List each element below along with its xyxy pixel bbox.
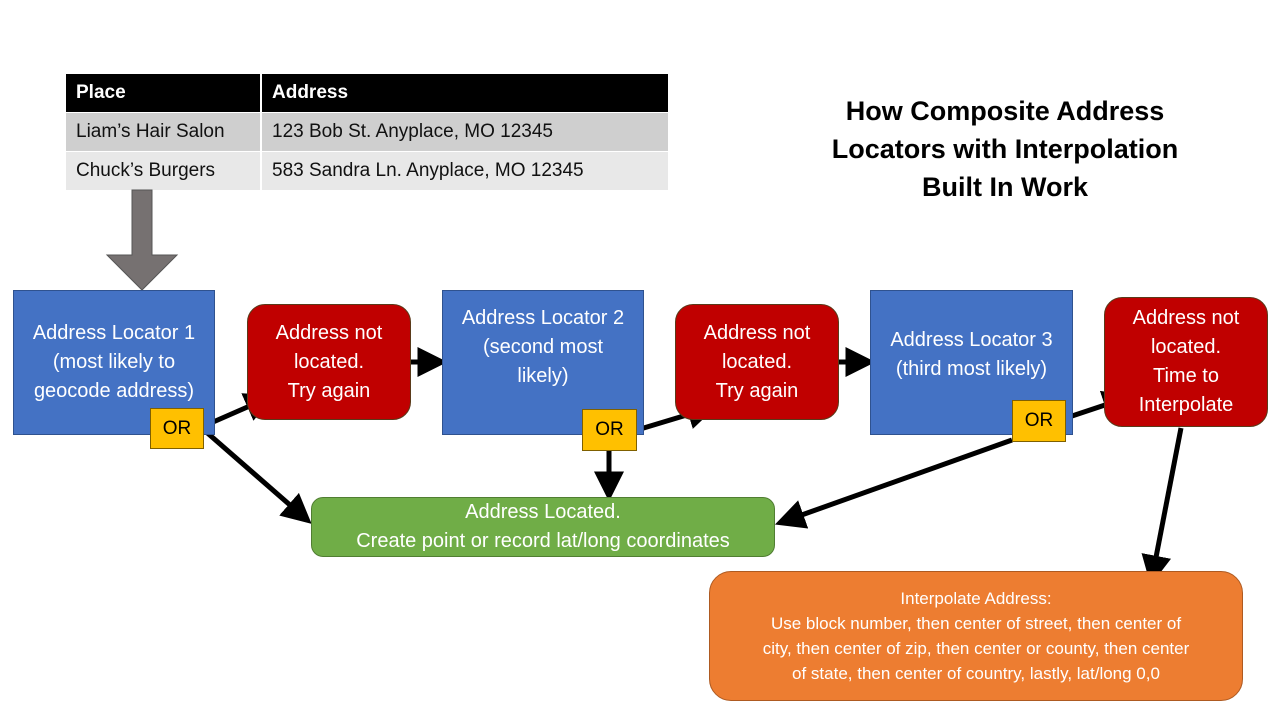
located-label: Create point or record lat/long coordina… [356,530,730,552]
located-label: Address Located. [465,501,621,523]
not-located-1: Address not located. Try again [247,304,411,420]
or-badge-1: OR [150,408,204,449]
interpolate-label: of state, then center of country, lastly… [792,664,1160,683]
header-place: Place [66,74,262,113]
table-header-row: Place Address [66,74,670,113]
interpolate-label: Use block number, then center of street,… [770,614,1182,633]
status-label: located. [721,350,793,373]
table-row: Chuck’s Burgers 583 Sandra Ln. Anyplace,… [66,151,670,191]
locator-label: (second most [482,336,604,358]
or-badge-3: OR [1012,400,1066,442]
input-down-arrow-icon [105,189,179,291]
interpolate-label: Interpolate Address: [900,589,1052,608]
status-label: Try again [287,379,371,402]
cell-place: Liam’s Hair Salon [66,112,262,152]
title-line: Built In Work [922,172,1088,202]
not-located-2: Address not located. Try again [675,304,839,420]
interpolate-address: Interpolate Address: Use block number, t… [709,571,1243,701]
arrow-notlocated3-to-interpolate [1141,427,1184,586]
or-badge-2: OR [582,409,637,451]
diagram-title: How Composite Address Locators with Inte… [800,92,1210,206]
arrow-or3-to-located [774,437,1013,529]
status-label: Interpolate [1138,394,1234,416]
locator-label: Address Locator 1 [32,322,196,344]
arrow-or1-to-located [202,428,312,524]
status-label: located. [293,350,365,373]
table-row: Liam’s Hair Salon 123 Bob St. Anyplace, … [66,112,670,152]
locator-label: (third most likely) [895,358,1048,380]
locator-label: (most likely to [52,351,176,373]
interpolate-label: city, then center of zip, then center or… [762,639,1190,658]
title-line: Locators with Interpolation [831,134,1179,164]
status-label: Address not [703,321,811,344]
not-located-3: Address not located. Time to Interpolate [1104,297,1268,427]
input-address-table: Place Address Liam’s Hair Salon 123 Bob … [66,74,670,191]
header-address: Address [261,74,670,113]
cell-place: Chuck’s Burgers [66,151,262,191]
address-located: Address Located. Create point or record … [311,497,775,557]
status-label: Address not [275,321,383,344]
status-label: Time to [1153,365,1219,387]
locator-label: Address Locator 2 [461,307,625,329]
title-line: How Composite Address [845,96,1165,126]
locator-label: Address Locator 3 [890,329,1053,351]
cell-address: 583 Sandra Ln. Anyplace, MO 12345 [261,151,670,191]
locator-label: geocode address) [33,380,195,402]
status-label: Address not [1132,307,1240,329]
locator-label: likely) [517,365,569,387]
status-label: Try again [715,379,799,402]
status-label: located. [1150,336,1222,358]
cell-address: 123 Bob St. Anyplace, MO 12345 [261,112,670,152]
